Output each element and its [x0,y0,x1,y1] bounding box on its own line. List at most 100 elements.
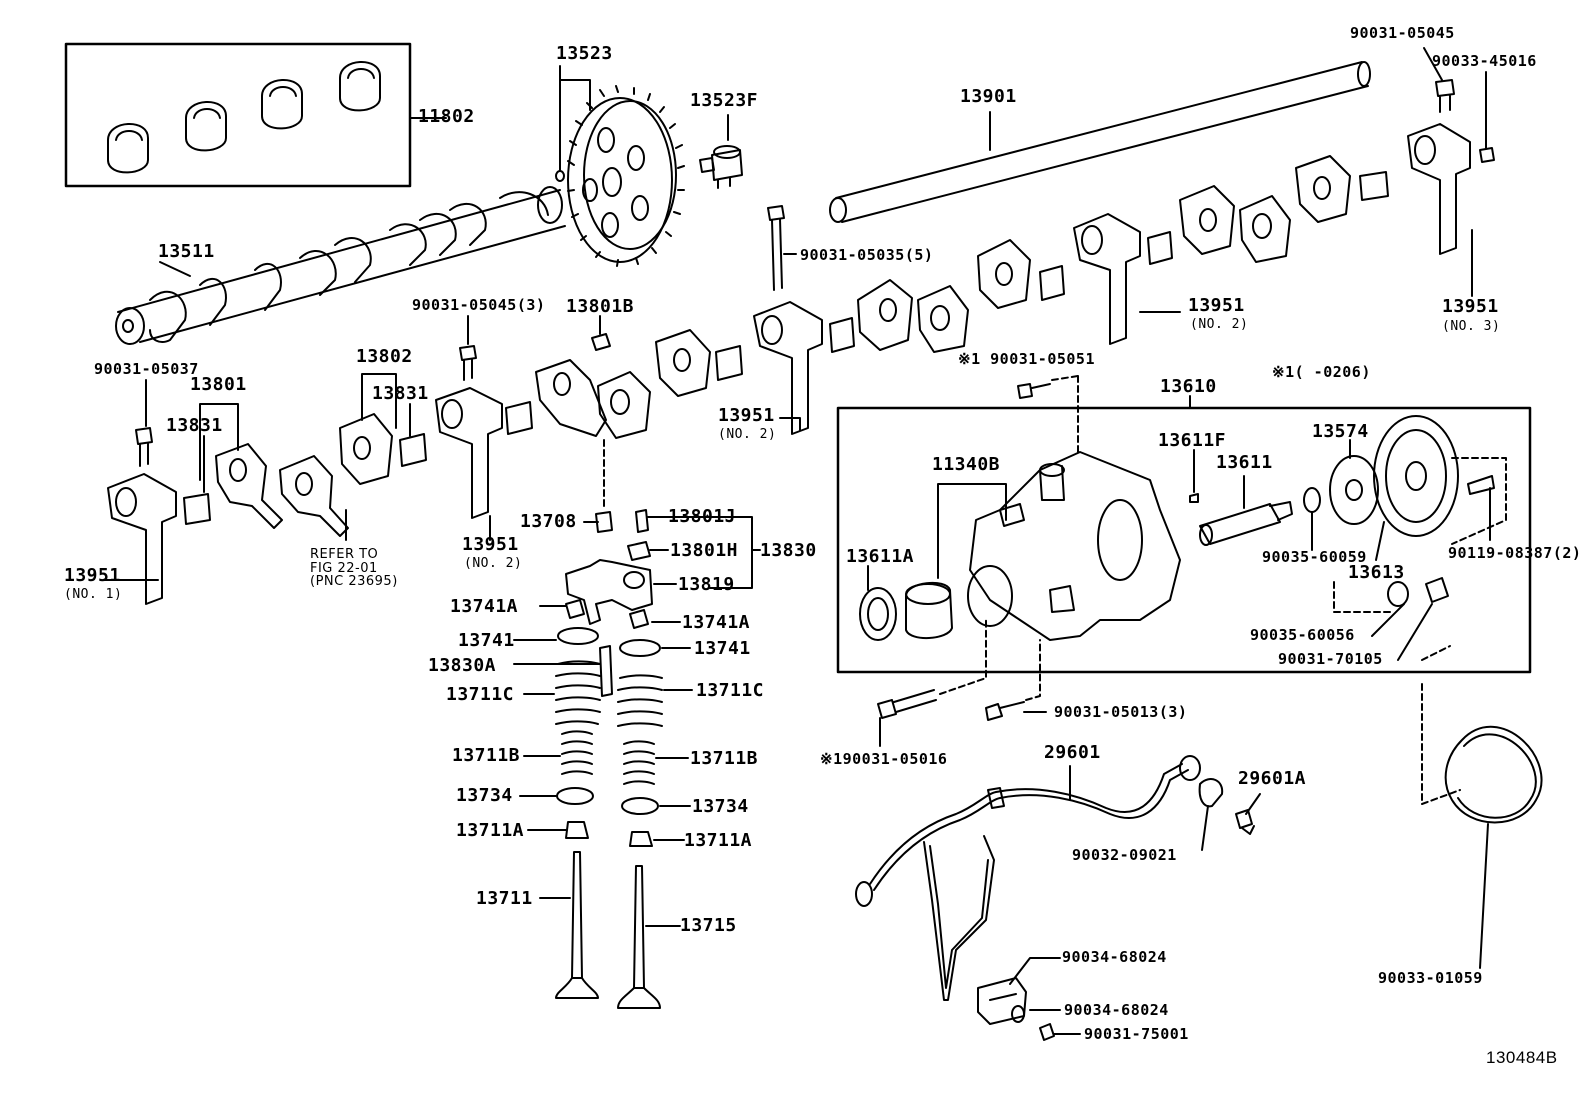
dash-90031-05013 [1025,639,1041,701]
label-90031-05051: ※1 90031-05051 [958,350,1095,368]
pin-13830A [599,645,613,697]
dash-pump-right-2 [1421,645,1451,661]
label-11802: 11802 [418,106,475,127]
dash-13613 [1333,581,1391,613]
label-90031-05045: 90031-05045 [1350,24,1455,42]
label-13951-no3: 13951 [1442,296,1499,317]
label-13831-a: 13831 [166,415,223,436]
washer-90035-60059 [1303,487,1321,513]
label-90031-05045-3: 90031-05045(3) [412,296,546,314]
clamp-90034-68024 [977,977,1027,1025]
label-13715: 13715 [680,915,737,936]
label-13741-left: 13741 [458,630,515,651]
leader-13951-no2-mid [779,417,801,431]
label-11340B: 11340B [932,454,1001,475]
bearing-set-box [64,42,412,188]
leader-11340B [937,483,1007,579]
leader-13801 [199,403,239,481]
spacers-lower [183,345,743,525]
label-13523F: 13523F [690,90,759,111]
label-no2-mid: (NO. 2) [718,427,777,442]
rocker-shaft [829,61,1371,223]
leader-90035-60056 [1371,603,1405,637]
leader-90033-01059 [1479,823,1489,969]
dot-13611F [1189,493,1199,503]
label-13819: 13819 [678,574,735,595]
refer-line3: (PNC 23695) [310,574,398,590]
rocker-stand-no2-mid [753,301,823,435]
rocker-arms-lower [215,329,711,537]
leaders-valve-right [645,621,693,927]
washer-90035-60056 [1387,581,1409,607]
leader-90031-70105 [1397,603,1433,661]
nut-13801B [591,333,611,351]
label-90035-60059: 90035-60059 [1262,548,1367,566]
label-13830: 13830 [760,540,817,561]
label-13711A-left: 13711A [456,820,525,841]
label-90031-05013: 90031-05013(3) [1054,703,1188,721]
label-90033-45016: 90033-45016 [1432,52,1537,70]
label-13711A-right: 13711A [684,830,753,851]
label-13802: 13802 [356,346,413,367]
bearing-shells [107,61,381,174]
bush-11340B [905,581,953,639]
label-13741A-right: 13741A [682,612,751,633]
label-13801J: 13801J [668,506,737,527]
label-13708: 13708 [520,511,577,532]
leader-90034-68024-a [1009,957,1061,985]
rocker-stand-no2-right [1073,213,1141,345]
bolt-90031-05037 [135,427,153,467]
label-13711B-right: 13711B [690,748,759,769]
label-13511: 13511 [158,241,215,262]
label-90034-68024-b: 90034-68024 [1064,1001,1169,1019]
label-13801H: 13801H [670,540,739,561]
gear-13613 [1373,415,1459,537]
key-13523 [555,170,565,182]
label-mark1-range: ※1( -0206) [1272,363,1371,381]
label-90031-70105: 90031-70105 [1278,650,1383,668]
label-13611A: 13611A [846,546,915,567]
rocker-stand-no3 [1407,123,1471,255]
dash-90119 [1451,457,1507,545]
label-90031-05037: 90031-05037 [94,360,199,378]
camshaft [115,186,566,345]
label-90031-75001: 90031-75001 [1084,1025,1189,1043]
label-13734-right: 13734 [692,796,749,817]
label-13830A: 13830A [428,655,497,676]
hose-29601 [855,755,1201,1001]
dash-90031-05016 [939,619,987,695]
oring-90033-01059 [1444,725,1543,824]
label-13741A-left: 13741A [450,596,519,617]
refer-line1: REFER TO [310,547,379,562]
label-13611F: 13611F [1158,430,1227,451]
label-90032-09021: 90032-09021 [1072,846,1177,864]
nut-90031-75001 [1039,1023,1055,1041]
nut-90031-70105 [1425,577,1449,603]
label-13741-right: 13741 [694,638,751,659]
label-13711: 13711 [476,888,533,909]
cam-gear [567,85,685,267]
label-13951-no2-right: 13951 [1188,295,1245,316]
label-13574: 13574 [1312,421,1369,442]
label-13801B: 13801B [566,296,635,317]
label-90031-05016: ※190031-05016 [820,750,948,768]
leader-13523 [559,65,591,171]
leader-13511 [159,261,191,277]
leader-13613 [1375,521,1385,561]
label-13951-no2-left: 13951 [462,534,519,555]
rocker-stand-no1 [107,473,177,605]
dash-90031-05051 [1051,375,1079,381]
label-13711C-right: 13711C [696,680,765,701]
label-13711C-left: 13711C [446,684,515,705]
label-13951-no2-mid: 13951 [718,405,775,426]
bolt-90119 [1467,475,1495,495]
bolt-90031-05035 [767,205,785,291]
rocker-stand-no2-left [435,387,503,519]
shaft-13611 [1199,501,1293,546]
gear-bolt-13523F [699,145,743,189]
illustration-number: 130484B [1486,1048,1558,1067]
label-29601: 29601 [1044,742,1101,763]
valve-right [617,609,663,1009]
label-13734-left: 13734 [456,785,513,806]
label-no2-left: (NO. 2) [464,556,523,571]
